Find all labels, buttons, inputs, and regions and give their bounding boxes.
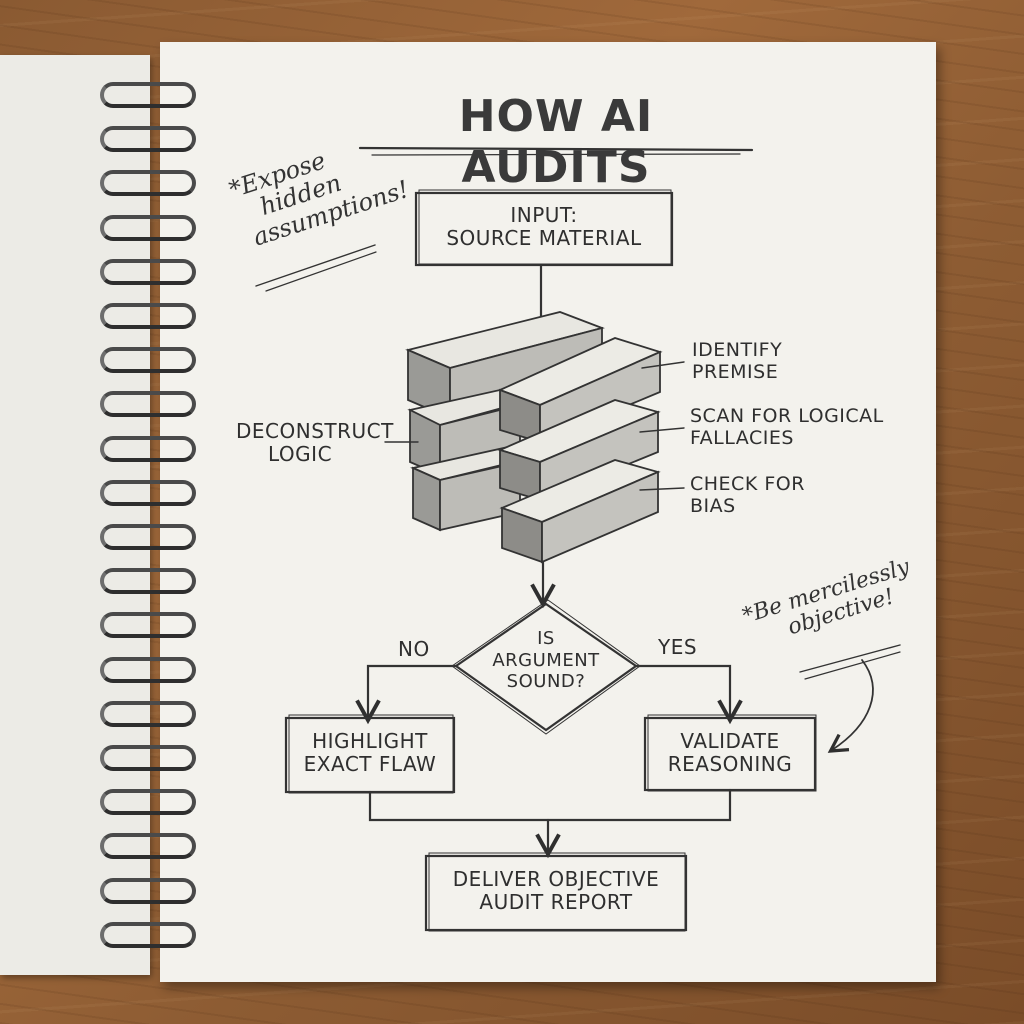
spiral-ring: [100, 126, 196, 153]
input-node: INPUT: SOURCE MATERIAL: [416, 204, 672, 250]
spiral-ring: [100, 877, 196, 904]
highlight-line-2: EXACT FLAW: [303, 752, 437, 776]
deliver-line-2: AUDIT REPORT: [479, 890, 633, 914]
spiral-ring: [100, 479, 196, 506]
title-underline: [358, 146, 754, 152]
merge-line: [368, 788, 732, 822]
validate-line-1: VALIDATE: [680, 729, 780, 753]
arrow-yes: [634, 664, 743, 725]
input-box: [414, 191, 674, 267]
spiral-ring: [100, 82, 196, 108]
validate-line-2: REASONING: [667, 752, 793, 776]
spiral-ring: [100, 656, 196, 683]
deliver-node: DELIVER OBJECTIVE AUDIT REPORT: [426, 868, 686, 914]
spiral-ring: [100, 170, 196, 197]
decision-line-2: ARGUMENT: [492, 649, 600, 671]
scan-label-line-1: SCAN FOR LOGICAL: [690, 405, 884, 427]
identify-label-line-2: PREMISE: [692, 360, 779, 383]
spiral-ring: [100, 612, 196, 639]
input-node-line-2: SOURCE MATERIAL: [446, 226, 642, 250]
decision-line-3: SOUND?: [506, 671, 586, 693]
spiral-ring: [100, 789, 196, 816]
spiral-ring: [100, 347, 196, 374]
branch-no-label: NO: [398, 637, 430, 661]
spiral-ring: [100, 745, 196, 771]
spiral-ring: [100, 833, 196, 860]
bias-label-line-1: CHECK FOR: [690, 473, 805, 495]
deliver-line-1: DELIVER OBJECTIVE: [452, 867, 660, 891]
spiral-ring: [100, 700, 196, 727]
spiral-ring: [100, 303, 196, 329]
scan-label: SCAN FOR LOGICAL FALLACIES: [690, 405, 910, 450]
title-underline-2: [371, 153, 741, 156]
deconstruct-label-line-2: LOGIC: [268, 442, 333, 466]
spiral-binding: [100, 70, 210, 970]
spiral-ring: [100, 435, 196, 462]
pointer-bias: [639, 487, 685, 491]
input-node-line-1: INPUT:: [510, 203, 578, 227]
identify-label-line-1: IDENTIFY: [692, 339, 783, 361]
pointer-scan: [639, 427, 685, 433]
decision-diamond: [454, 602, 638, 732]
note-right-underline: [799, 644, 901, 673]
highlight-line-1: HIGHLIGHT: [312, 729, 428, 753]
spiral-ring: [100, 921, 196, 948]
arrow-no: [355, 664, 458, 725]
logic-blocks: [405, 311, 663, 564]
bias-label-line-2: BIAS: [690, 494, 736, 517]
spiral-ring: [100, 524, 196, 550]
spiral-ring: [100, 568, 196, 595]
page-title: HOW AI AUDITS: [458, 91, 654, 193]
note-right-arrow: [827, 659, 874, 753]
spiral-ring: [100, 391, 196, 418]
pointer-identify: [641, 361, 685, 369]
note-left-underline: [255, 244, 376, 287]
decision-node: IS ARGUMENT SOUND?: [466, 628, 626, 693]
deconstruct-label: DECONSTRUCT LOGIC: [236, 420, 396, 466]
notebook-left-page: [0, 55, 150, 975]
identify-label: IDENTIFY PREMISE: [692, 339, 892, 384]
validate-node: VALIDATE REASONING: [645, 730, 815, 776]
deliver-box: [424, 854, 688, 932]
decision-line-1: IS: [537, 628, 555, 649]
scan-label-line-2: FALLACIES: [690, 426, 794, 449]
spiral-ring: [100, 258, 196, 285]
spiral-ring: [100, 214, 196, 241]
branch-yes-label: YES: [658, 635, 698, 659]
highlight-node: HIGHLIGHT EXACT FLAW: [286, 730, 454, 776]
bias-label: CHECK FOR BIAS: [690, 473, 870, 518]
deconstruct-label-line-1: DECONSTRUCT: [236, 419, 394, 443]
